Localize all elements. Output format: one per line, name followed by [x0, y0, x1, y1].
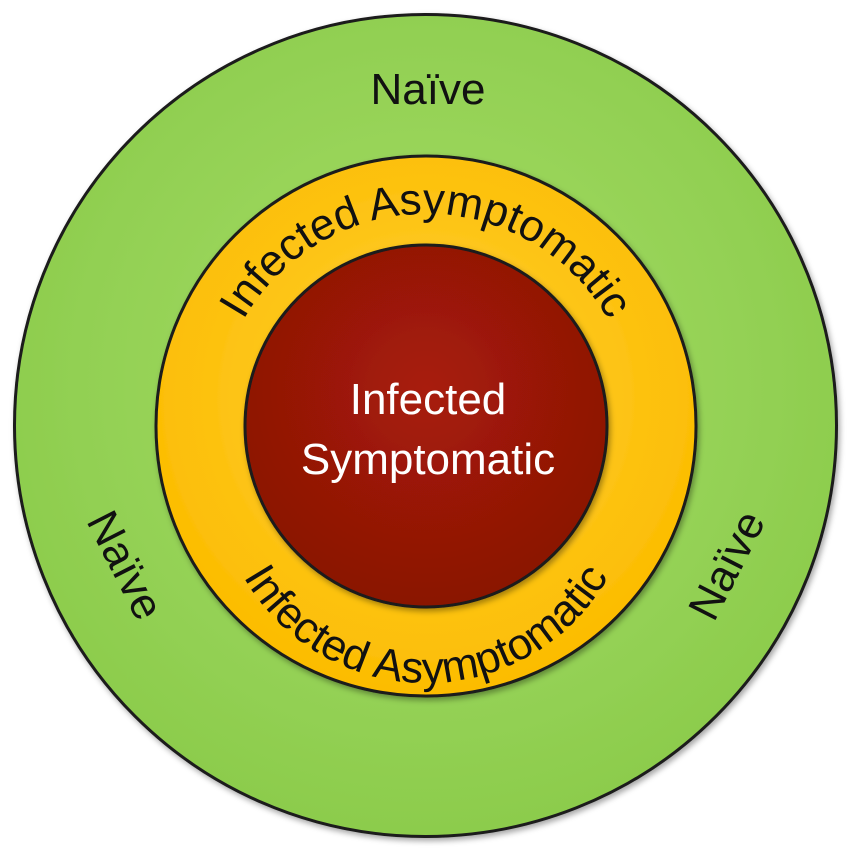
naive-label-top: Naïve — [371, 65, 486, 114]
symptomatic-label-line1: Infected — [350, 375, 507, 424]
inner-circle-infected-symptomatic — [243, 243, 609, 609]
symptomatic-label-line2: Symptomatic — [301, 435, 555, 484]
